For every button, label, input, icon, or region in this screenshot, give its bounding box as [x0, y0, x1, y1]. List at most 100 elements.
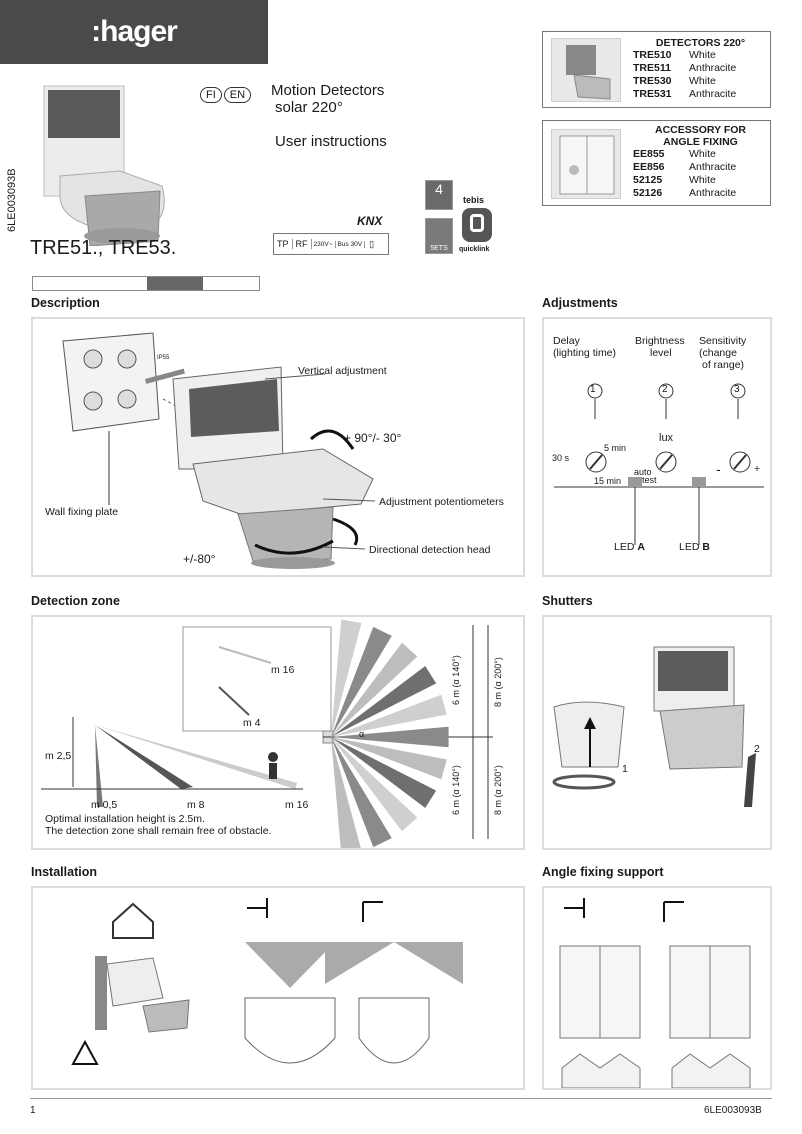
detector-row: TRE511 Anthracite: [633, 62, 768, 75]
installation-drawing: [71, 898, 463, 1065]
range-m4: m 4: [243, 717, 261, 729]
ets4-logo: 4: [425, 180, 453, 210]
shutters-panel: 1 2: [542, 615, 772, 850]
range-r4: 8 m (α 200°): [493, 765, 503, 815]
fan-segment: [331, 737, 437, 809]
sensitivity-sublabel1: (change: [699, 347, 737, 359]
range-m8: m 8: [187, 799, 205, 811]
fan-segment: [331, 626, 392, 737]
range-r1: 6 m (α 140°): [451, 655, 461, 705]
range-r3: 6 m (α 140°): [451, 765, 461, 815]
angle-fixing-panel: [542, 886, 772, 1090]
detection-zone-drawing: [41, 625, 493, 839]
range-r2: 8 m (α 200°): [493, 657, 503, 707]
detector-thumb: [551, 38, 621, 102]
ets5-logo: 5ETS: [425, 218, 453, 254]
brand-text: :hager: [91, 15, 178, 48]
installation-panel: [31, 886, 525, 1090]
accessory-color: White: [689, 148, 716, 160]
detection-zone-panel: m 16 m 4 m 2,5 m 0,5 m 8 m 16 Optimal in…: [31, 615, 525, 850]
auto-label: auto: [634, 467, 652, 477]
detector-color: Anthracite: [689, 62, 737, 74]
test-label: test: [642, 475, 657, 485]
section-shutters: Shutters: [542, 594, 593, 608]
led-a-label: LED A: [614, 541, 645, 553]
fan-segment: [331, 619, 362, 737]
accessory-code: EE856: [633, 161, 665, 173]
section-installation: Installation: [31, 865, 97, 879]
accessory-color: White: [689, 174, 716, 186]
detector-color: White: [689, 75, 716, 87]
lux-label: lux: [659, 432, 674, 444]
detector-code: TRE530: [633, 75, 672, 87]
adjustments-drawing: [554, 383, 764, 545]
vertical-angle-label: + 90°/- 30°: [344, 431, 402, 445]
brightness-sublabel: level: [650, 347, 672, 359]
shutter-step-1: 1: [622, 763, 628, 775]
alpha-label: α: [359, 729, 365, 739]
led-a-letter: A: [637, 541, 645, 553]
knx-logo: KNX: [357, 214, 383, 228]
detector-code: TRE511: [633, 62, 671, 74]
footer-doc-code: 6LE003093B: [704, 1105, 762, 1116]
horizontal-angle-label: +/-80°: [183, 552, 216, 566]
accessory-title-line2: ANGLE FIXING: [663, 136, 738, 148]
accessory-color: Anthracite: [689, 161, 737, 173]
lang-fi[interactable]: FI: [200, 87, 222, 103]
active-tab-indicator: [147, 277, 203, 290]
accessory-thumb: [551, 129, 621, 199]
led-a-prefix: LED: [614, 541, 638, 553]
brand-logo: :hager: [0, 0, 268, 64]
fan-segment: [331, 694, 447, 737]
product-photo: [43, 85, 165, 246]
fan-segment: [331, 737, 447, 780]
tebis-text: tebis: [463, 195, 485, 205]
vertical-adjustment-label: Vertical adjustment: [298, 365, 387, 377]
zone-note-1: Optimal installation height is 2.5m.: [45, 813, 205, 825]
section-adjustments: Adjustments: [542, 296, 618, 310]
potentiometer-1-number: 1: [590, 384, 596, 395]
ets4-text: 4: [435, 181, 443, 197]
accessory-row: EE856 Anthracite: [633, 161, 768, 174]
detector-color: Anthracite: [689, 88, 737, 100]
shutters-drawing: [552, 646, 756, 807]
potentiometer-3-number: 3: [734, 384, 740, 395]
product-title: Motion Detectors solar 220°: [271, 82, 384, 116]
language-tab-strip: [32, 276, 260, 291]
sensitivity-label: Sensitivity: [699, 335, 747, 347]
accessory-code: EE855: [633, 148, 665, 160]
page-number: 1: [30, 1105, 36, 1116]
led-b-prefix: LED: [679, 541, 703, 553]
rf-badge: RF: [293, 239, 312, 249]
detector-color: White: [689, 49, 716, 61]
fan-segment: [331, 737, 392, 848]
sensitivity-minus: -: [716, 461, 721, 477]
range-m05: m 0,5: [91, 799, 118, 811]
delay-30s-label: 30 s: [552, 453, 570, 463]
sensitivity-plus: +: [754, 463, 761, 475]
wall-plate-label: Wall fixing plate: [45, 506, 119, 518]
tp-badge: TP: [274, 239, 293, 249]
led-b-letter: B: [702, 541, 710, 553]
v230-badge: 230V~: [312, 240, 336, 248]
potentiometers-label: Adjustment potentiometers: [379, 496, 504, 508]
battery-icon: ▯: [369, 238, 375, 249]
detection-head-label: Directional detection head: [369, 544, 491, 556]
range-m16-bottom: m 16: [285, 799, 309, 811]
lang-en[interactable]: EN: [223, 87, 252, 103]
doc-code-vertical: 6LE003093B: [6, 168, 18, 232]
accessory-color: Anthracite: [689, 187, 737, 199]
section-description: Description: [31, 296, 100, 310]
delay-sublabel: (lighting time): [553, 347, 617, 359]
delay-15min-label: 15 min: [594, 476, 622, 486]
ip-label: IP55: [157, 355, 170, 361]
led-b-label: LED B: [679, 541, 710, 553]
quicklink-icon: [462, 208, 492, 242]
quicklink-text: quicklink: [459, 246, 490, 253]
